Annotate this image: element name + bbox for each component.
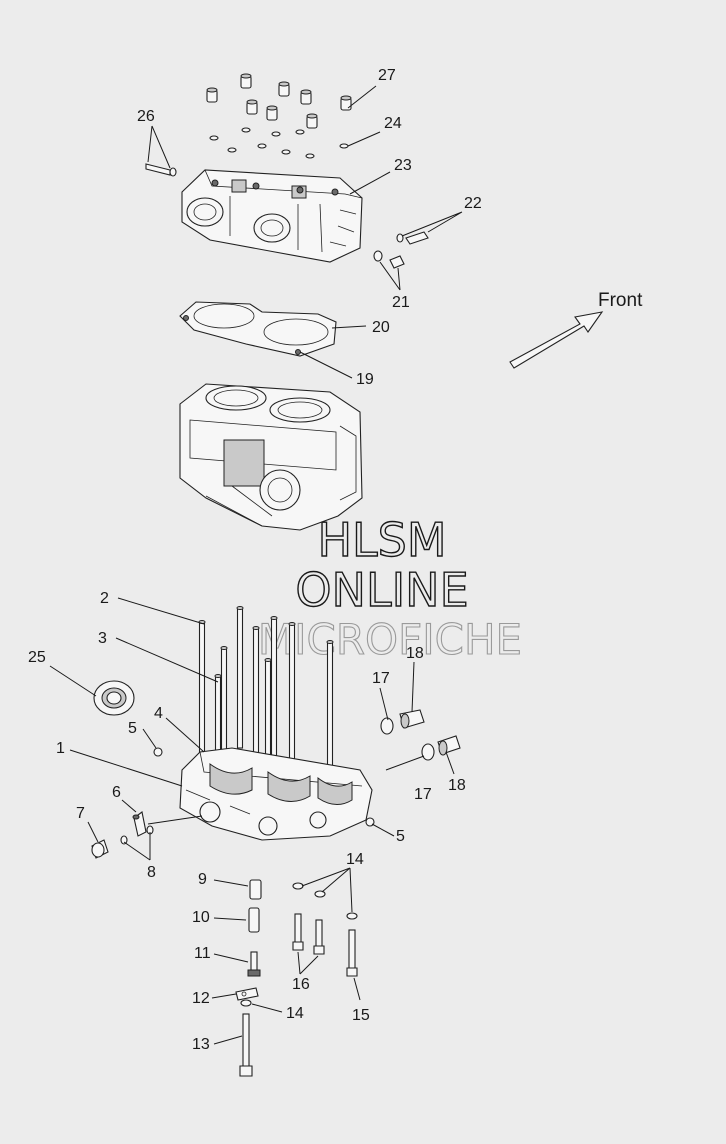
watermark: HLSM ONLINE MICROFICHE: [257, 512, 522, 664]
callout-18-upper: 18: [406, 645, 424, 662]
callout-9: 9: [198, 871, 207, 888]
callout-21: 21: [392, 294, 410, 311]
callout-24: 24: [384, 115, 402, 132]
callout-12: 12: [192, 990, 210, 1007]
callout-17-upper: 17: [372, 670, 390, 687]
bolt-15: [346, 929, 358, 977]
callout-5-lower: 5: [396, 828, 405, 845]
callout-22: 22: [464, 195, 482, 212]
callout-6: 6: [112, 784, 121, 801]
callout-3: 3: [98, 630, 107, 647]
bracket-12: [235, 987, 259, 1001]
callout-16: 16: [292, 976, 310, 993]
callout-8: 8: [147, 864, 156, 881]
callout-23: 23: [394, 157, 412, 174]
washer-8a: [120, 835, 128, 845]
callout-19: 19: [356, 371, 374, 388]
head-gasket: [179, 301, 337, 357]
washer-14b: [240, 999, 252, 1007]
bolt-11: [247, 951, 261, 977]
valve-caps: [206, 73, 352, 129]
leader-lines: [49, 85, 463, 1045]
small-washers: [209, 127, 349, 159]
plug-5a: [153, 747, 163, 757]
callout-27: 27: [378, 67, 396, 84]
callout-25: 25: [28, 649, 46, 666]
bolt-6: [132, 811, 147, 837]
callout-1: 1: [56, 740, 65, 757]
callout-7: 7: [76, 805, 85, 822]
callout-18-lower: 18: [448, 777, 466, 794]
callout-17-lower: 17: [414, 786, 432, 803]
front-label: Front: [598, 290, 643, 311]
callout-4: 4: [154, 705, 163, 722]
bolt-13: [239, 1013, 253, 1077]
callout-11: 11: [194, 945, 211, 962]
seal-25: [93, 680, 135, 716]
callout-2: 2: [100, 590, 109, 607]
bolts-16: [292, 913, 325, 955]
front-arrow: Front: [509, 290, 643, 369]
crankcase-studs: [198, 606, 334, 777]
callout-14-lower: 14: [286, 1005, 304, 1022]
plug-7: [91, 839, 109, 859]
watermark-line-3: MICROFICHE: [258, 615, 522, 664]
watermark-line-2: ONLINE: [295, 563, 468, 617]
temp-sensor-26: [145, 163, 177, 177]
callout-10: 10: [192, 909, 210, 926]
cylinder-block: [179, 383, 363, 531]
callout-13: 13: [192, 1036, 210, 1053]
callout-labels: 27 26 24 23 22 21 20 19 2 3 25 4 5 1 17 …: [28, 67, 482, 1053]
plug-21: [373, 250, 405, 269]
crankcase: [179, 747, 373, 841]
fitting-17-18-upper: [380, 709, 425, 735]
callout-20: 20: [372, 319, 390, 336]
fitting-17-18-lower: [421, 735, 461, 761]
dowel-9: [249, 879, 262, 900]
watermark-line-1: HLSM: [317, 513, 446, 567]
cylinder-head: [181, 169, 363, 263]
callout-26: 26: [137, 108, 155, 125]
dowel-10: [248, 907, 260, 933]
fitting-22: [396, 231, 429, 245]
callout-15: 15: [352, 1007, 370, 1024]
callout-14-upper: 14: [346, 851, 364, 868]
washers-14a: [292, 882, 358, 920]
callout-5-upper: 5: [128, 720, 137, 737]
